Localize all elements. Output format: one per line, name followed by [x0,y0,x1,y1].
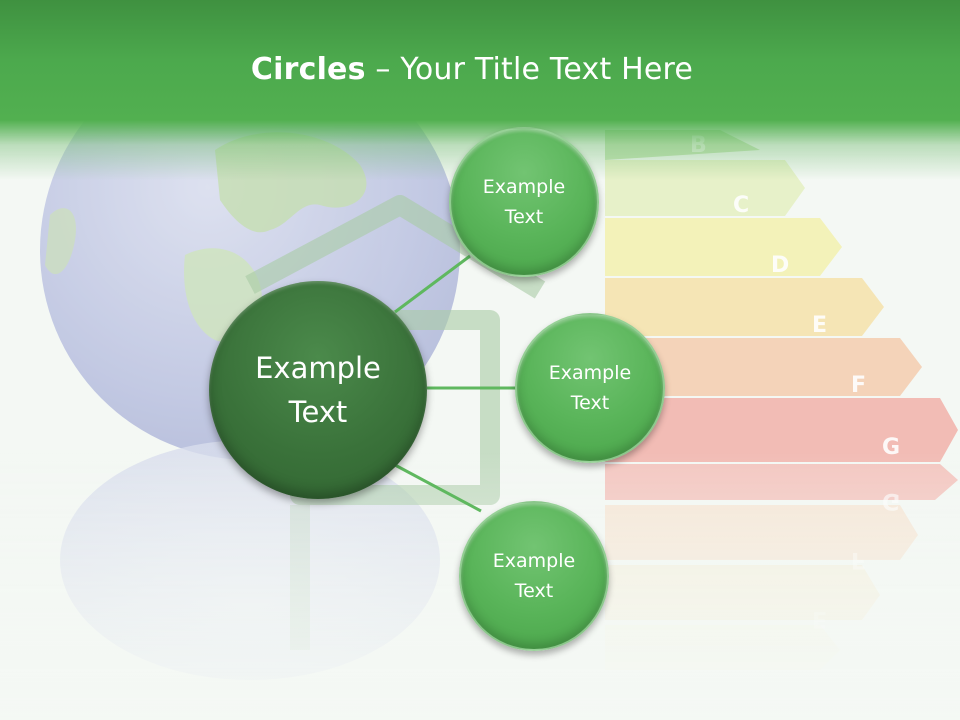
node-circle-middle[interactable]: Example Text [515,313,665,463]
node-circle-line1: Example [492,550,576,572]
center-circle-line2: Text [288,395,348,429]
connector-line [394,254,471,314]
node-circle-line1: Example [482,176,566,198]
connector-line [394,463,482,513]
node-circle-line2: Text [504,206,544,228]
center-circle-line1: Example [255,351,381,385]
node-circle-top[interactable]: Example Text [449,127,599,277]
node-circle-line2: Text [514,580,554,602]
node-circle-line1: Example [548,362,632,384]
node-circle-line2: Text [570,392,610,414]
node-circle-bottom[interactable]: Example Text [459,501,609,651]
center-circle[interactable]: Example Text [209,281,427,499]
